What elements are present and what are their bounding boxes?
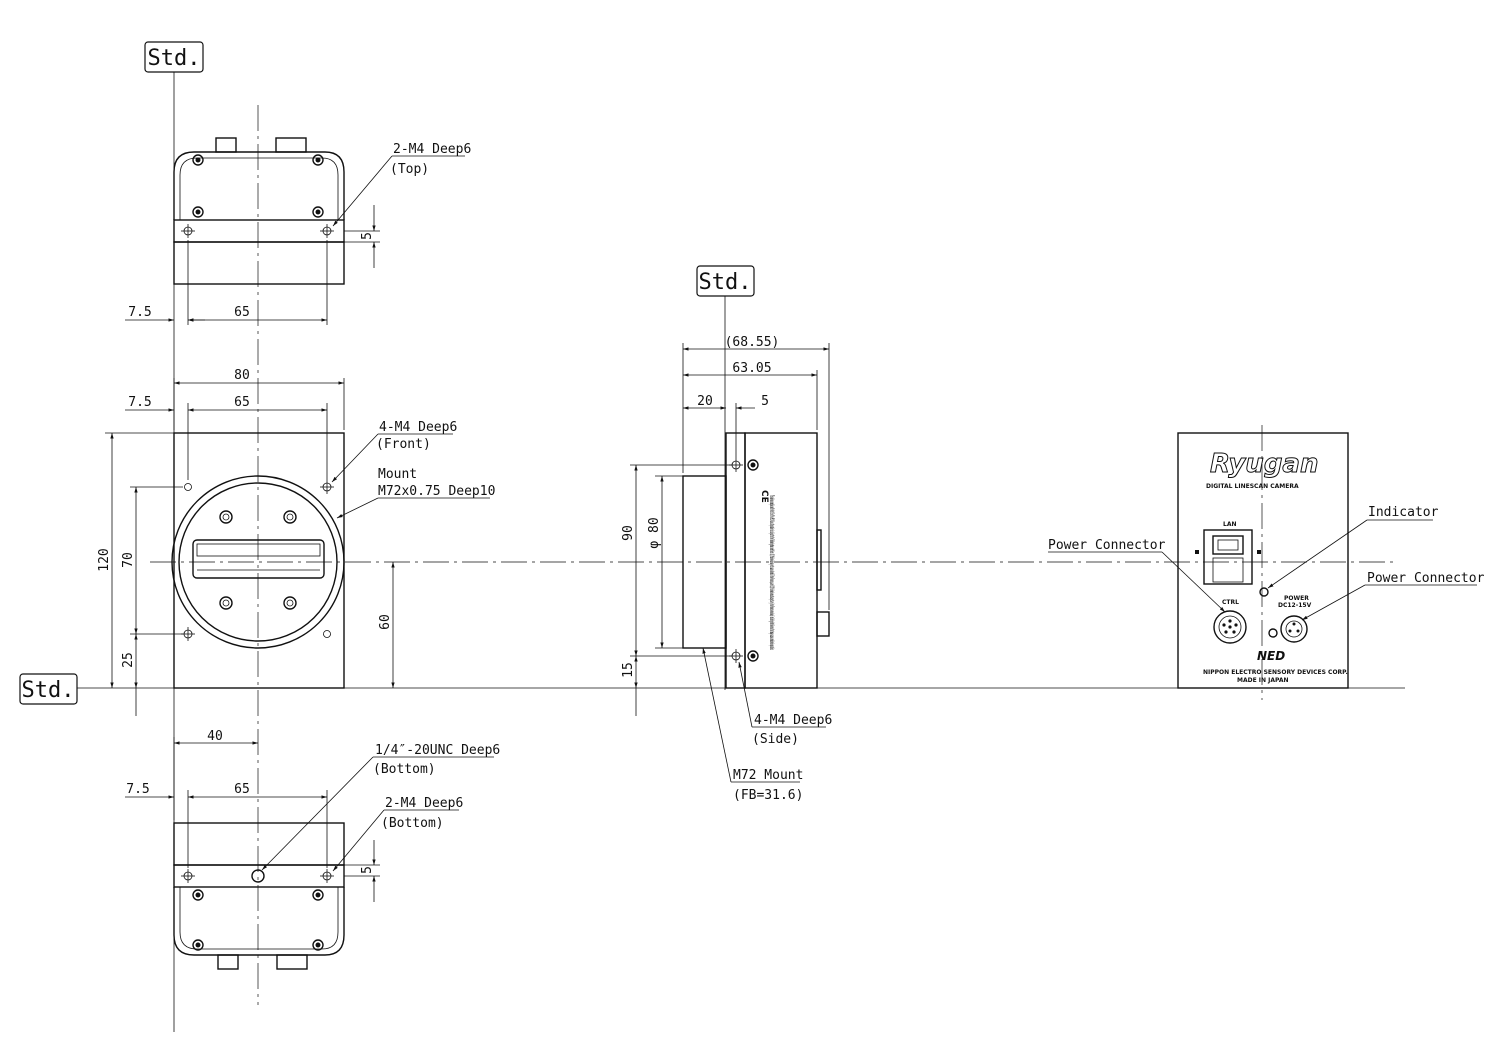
dim-front-height: 120 [97, 548, 112, 571]
dim-top-edge: 5 [360, 232, 375, 240]
callout-bottom-holes-sub: (Bottom) [381, 816, 444, 831]
dim-front-offset: 7.5 [128, 395, 151, 410]
dim-side-bottom: 15 [621, 662, 636, 678]
power-label: POWER [1284, 595, 1309, 602]
dim-front-hole-bottom: 25 [121, 652, 136, 668]
std-label-top: Std. [144, 41, 204, 73]
indicator-led-icon [1259, 587, 1269, 597]
ctrl-label: CTRL [1222, 599, 1239, 606]
maker-logo: NED [1257, 649, 1285, 663]
hole-icon [181, 224, 195, 238]
screw-icon [219, 596, 233, 610]
hole-icon [181, 627, 195, 641]
screw-icon [192, 889, 204, 901]
screw-icon [192, 206, 204, 218]
brand-logo: Ryugan [1210, 449, 1318, 479]
dim-bottom-edge: 5 [360, 866, 375, 874]
svg-text:Std.: Std. [148, 46, 201, 71]
callout-side-holes-sub: (Side) [752, 732, 799, 747]
screw-icon [312, 154, 324, 166]
brand-subtitle: DIGITAL LINESCAN CAMERA [1206, 483, 1299, 490]
fcc-label-text: This device complies with Part 15 of the… [768, 495, 775, 650]
callout-tripod-sub: (Bottom) [373, 762, 436, 777]
dim-side-hole-offset: 5 [761, 394, 769, 409]
callout-tripod: 1/4″-20UNC Deep6 [375, 743, 500, 758]
dim-side-diameter: φ 80 [647, 517, 662, 548]
callout-power-left: Power Connector [1048, 538, 1166, 553]
dim-side-overall: (68.55) [725, 335, 780, 350]
front-view: 80 7.5 65 120 70 25 60 4-M4 Deep6 (Front… [97, 368, 495, 716]
callout-side-mount-sub: (FB=31.6) [733, 788, 803, 803]
screw-icon [192, 939, 204, 951]
screw-icon [192, 154, 204, 166]
power-spec: DC12-15V [1278, 602, 1312, 609]
power-connector-icon [1268, 615, 1308, 643]
screw-icon [219, 510, 233, 524]
dim-side-height-90: 90 [621, 525, 636, 541]
hole-icon [181, 869, 195, 883]
callout-side-holes: 4-M4 Deep6 [754, 713, 832, 728]
dim-front-axis-height: 60 [378, 614, 393, 630]
dim-bottom-spacing: 65 [234, 782, 250, 797]
std-label-left: Std. [19, 673, 78, 705]
hole-icon [323, 630, 331, 638]
screw-icon [747, 459, 759, 471]
hole-icon [184, 483, 192, 491]
lan-label: LAN [1223, 521, 1237, 528]
callout-top-holes: 2-M4 Deep6 [393, 142, 471, 157]
maker-name: NIPPON ELECTRO SENSORY DEVICES CORP. [1203, 669, 1348, 676]
callout-front-holes-sub: (Front) [376, 437, 431, 452]
callout-mount: Mount [378, 467, 417, 482]
dim-bottom-offset: 7.5 [126, 782, 149, 797]
made-in: MADE IN JAPAN [1237, 677, 1289, 684]
callout-mount-sub: M72x0.75 Deep10 [378, 484, 495, 499]
lan-port-icon [1203, 529, 1253, 585]
rear-view: Ryugan DIGITAL LINESCAN CAMERA LAN CTRL … [1048, 432, 1485, 689]
center-lines [75, 70, 1405, 1032]
callout-bottom-holes: 2-M4 Deep6 [385, 796, 463, 811]
callout-side-mount: M72 Mount [733, 768, 803, 783]
callout-power-right: Power Connector [1367, 571, 1485, 586]
side-view: This device complies with Part 15 of the… [621, 335, 832, 803]
svg-text:Std.: Std. [22, 678, 75, 703]
ctrl-connector-icon [1213, 610, 1247, 644]
callout-top-holes-sub: (Top) [390, 162, 429, 177]
dim-top-offset: 7.5 [128, 305, 151, 320]
tripod-hole-icon [251, 869, 265, 883]
hole-icon [320, 869, 334, 883]
screw-icon [747, 650, 759, 662]
dim-front-hole-spacing: 70 [121, 552, 136, 568]
bottom-view: 40 7.5 65 5 1/4″-20UNC Deep6 (Bottom) 2-… [125, 729, 500, 970]
dim-front-spacing: 65 [234, 395, 250, 410]
screw-icon [312, 889, 324, 901]
hole-icon [320, 224, 334, 238]
std-label-side: Std. [696, 265, 755, 297]
svg-text:Std.: Std. [699, 270, 752, 295]
dim-side-flange: 20 [697, 394, 713, 409]
screw-icon [283, 510, 297, 524]
screw-icon [312, 939, 324, 951]
top-view: 7.5 65 5 2-M4 Deep6 (Top) [125, 137, 471, 325]
callout-indicator: Indicator [1368, 505, 1439, 520]
dim-top-spacing: 65 [234, 305, 250, 320]
screw-icon [283, 596, 297, 610]
screw-icon [312, 206, 324, 218]
hole-icon [320, 480, 334, 494]
callout-front-holes: 4-M4 Deep6 [379, 420, 457, 435]
ce-mark-icon: CE [759, 490, 769, 503]
dim-front-width: 80 [234, 368, 250, 383]
dim-side-body-length: 63.05 [732, 361, 771, 376]
dim-bottom-center: 40 [207, 729, 223, 744]
